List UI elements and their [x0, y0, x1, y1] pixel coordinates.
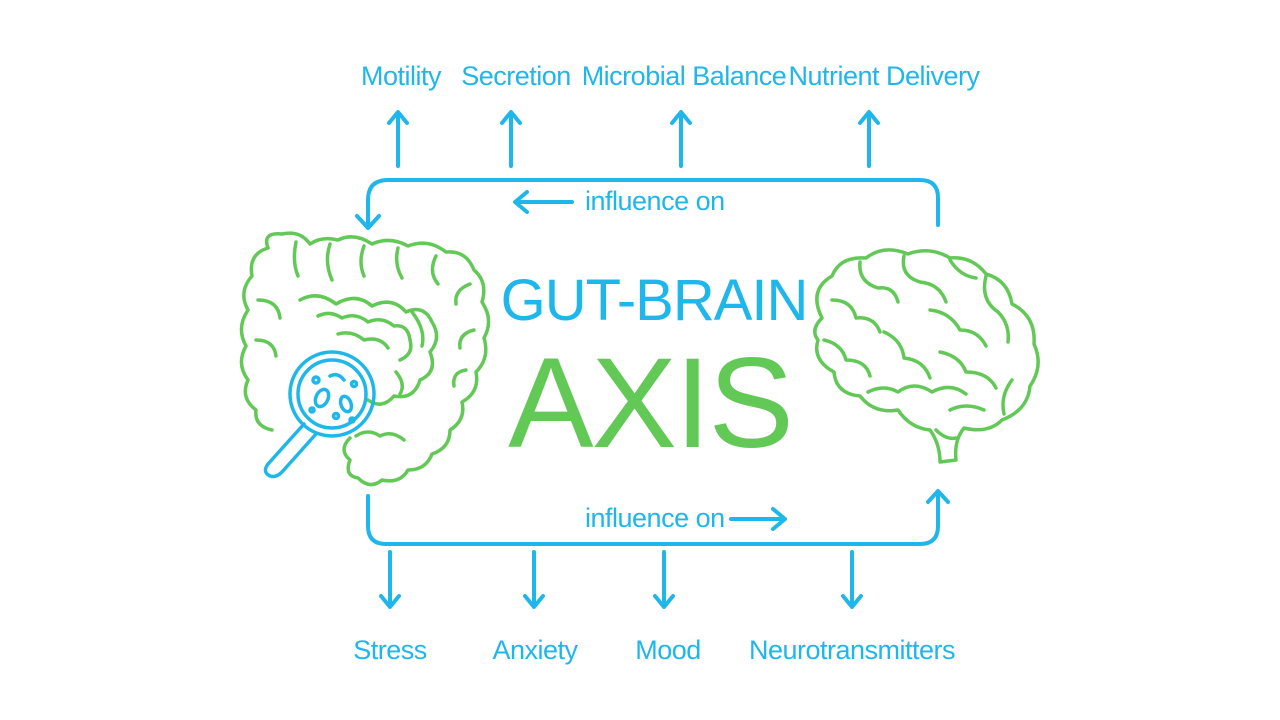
up-arrow-secretion: [500, 110, 522, 168]
title-line-2: AXIS: [508, 332, 794, 475]
intestine-icon: [239, 231, 491, 487]
effect-label-anxiety: Anxiety: [492, 635, 578, 665]
effect-label-motility: Motility: [360, 61, 442, 91]
down-arrow-neuro: [841, 550, 863, 609]
up-arrow-microbial: [670, 110, 692, 168]
up-arrow-motility: [387, 110, 409, 168]
down-arrow-stress: [379, 550, 401, 609]
effect-label-microbial-balance: Microbial Balance: [581, 61, 787, 91]
top-loop-line: [366, 178, 940, 228]
influence-label-top: influence on: [585, 186, 725, 216]
brain-icon: [813, 248, 1040, 464]
effect-label-neurotransmitters: Neurotransmitters: [748, 635, 956, 665]
effect-label-stress: Stress: [353, 635, 427, 665]
top-loop-arrowhead: [355, 214, 381, 230]
top-small-arrow: [513, 190, 574, 214]
influence-label-bottom: influence on: [585, 503, 725, 533]
up-arrow-nutrient: [858, 110, 880, 168]
bottom-loop-arrowhead: [926, 489, 950, 504]
effect-label-secretion: Secretion: [461, 61, 571, 91]
title-line-1: GUT-BRAIN: [500, 268, 809, 333]
bottom-loop-line: [366, 492, 940, 546]
down-arrow-anxiety: [523, 550, 545, 609]
effect-label-nutrient-delivery: Nutrient Delivery: [788, 61, 980, 91]
bottom-small-arrow: [729, 507, 787, 531]
down-arrow-mood: [653, 550, 675, 609]
effect-label-mood: Mood: [635, 635, 701, 665]
magnifier-icon: [263, 350, 376, 479]
